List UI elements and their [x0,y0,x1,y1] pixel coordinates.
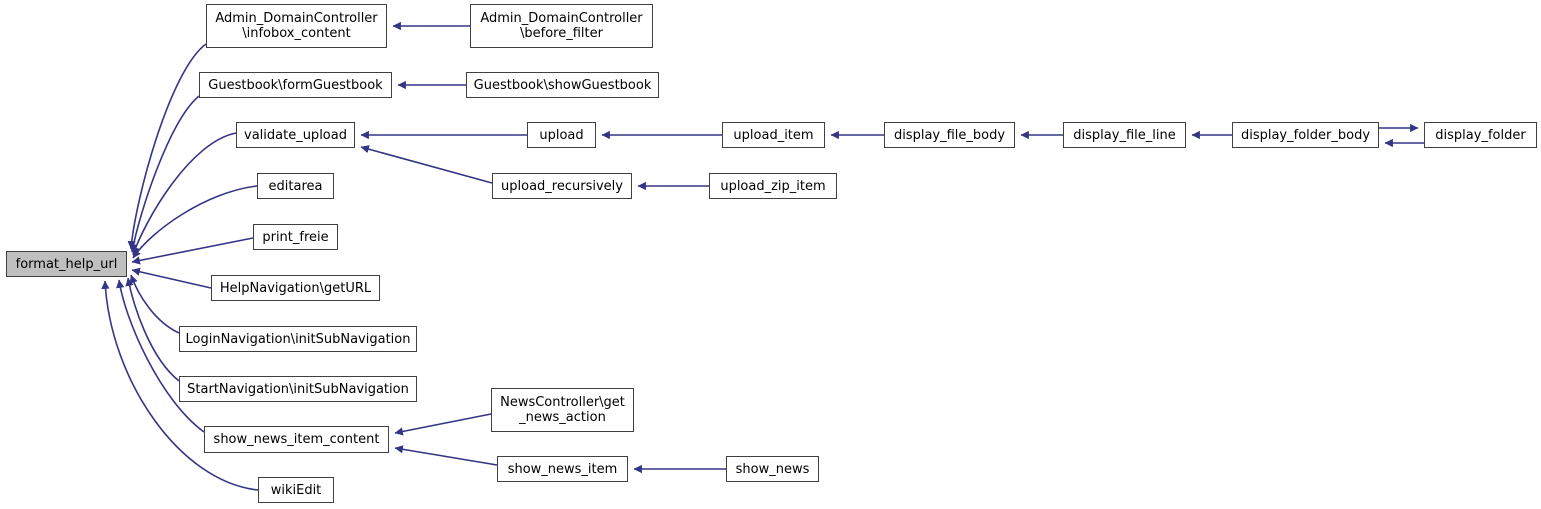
graph-node-label: show_news [735,461,810,477]
graph-node-label: Guestbook\showGuestbook [473,77,652,93]
graph-edge [394,445,498,466]
graph-node-guestbook_showGuestbook[interactable]: Guestbook\showGuestbook [466,72,659,98]
graph-node-upload_zip_item[interactable]: upload_zip_item [709,173,837,199]
graph-node-label: validate_upload [244,127,347,143]
graph-node-label: upload_item [733,127,814,143]
graph-edge [125,277,180,382]
graph-node-newscontroller_get_news_action[interactable]: NewsController\get _news_action [491,388,634,432]
graph-node-loginnavigation_initSubNavigation[interactable]: LoginNavigation\initSubNavigation [179,326,417,352]
graph-node-upload_recursively[interactable]: upload_recursively [492,173,632,199]
graph-node-admin_infobox_content[interactable]: Admin_DomainController \infobox_content [206,4,387,48]
graph-node-label: StartNavigation\initSubNavigation [187,381,409,397]
graph-node-display_file_body[interactable]: display_file_body [884,122,1015,148]
graph-edge [360,145,493,184]
graph-edge [131,267,212,289]
graph-node-label: format_help_url [15,256,118,272]
graph-node-guestbook_formGuestbook[interactable]: Guestbook\formGuestbook [199,72,392,98]
graph-node-label: upload_zip_item [720,178,826,194]
graph-edge [129,95,200,253]
graph-node-print_freie[interactable]: print_freie [253,224,338,250]
graph-edge [116,279,205,433]
graph-node-validate_upload[interactable]: validate_upload [236,122,355,148]
graph-node-editarea[interactable]: editarea [257,173,334,199]
graph-node-show_news_item_content[interactable]: show_news_item_content [204,426,389,453]
graph-node-label: display_file_line [1073,127,1176,143]
graph-node-label: display_folder [1435,127,1526,143]
graph-node-display_folder_body[interactable]: display_folder_body [1232,122,1379,148]
graph-edge [132,185,258,259]
graph-node-label: NewsController\get _news_action [500,395,625,425]
graph-edge [129,274,180,334]
graph-edge [127,43,207,250]
graph-node-label: display_file_body [893,127,1006,143]
graph-node-display_file_line[interactable]: display_file_line [1063,122,1186,148]
graph-node-label: Admin_DomainController \infobox_content [215,11,378,41]
graph-node-label: wikiEdit [270,482,322,498]
graph-node-label: LoginNavigation\initSubNavigation [185,331,411,347]
graph-edge [394,413,492,436]
graph-edge [131,237,254,265]
graph-node-label: Guestbook\formGuestbook [208,77,383,93]
graph-node-label: upload [539,127,584,143]
graph-node-upload[interactable]: upload [527,122,596,148]
graph-node-upload_item[interactable]: upload_item [722,122,825,148]
graph-node-label: show_news_item_content [213,432,380,447]
graph-node-label: display_folder_body [1240,127,1371,143]
graph-node-label: show_news_item [507,461,618,477]
graph-node-show_news_item[interactable]: show_news_item [497,456,628,482]
graph-node-admin_before_filter[interactable]: Admin_DomainController \before_filter [470,4,653,48]
graph-node-helpnavigation_getURL[interactable]: HelpNavigation\getURL [211,275,380,301]
graph-node-label: HelpNavigation\getURL [219,280,372,296]
graph-node-label: editarea [268,178,323,194]
graph-node-label: upload_recursively [501,178,623,194]
graph-edge [131,132,237,256]
graph-node-wikiEdit[interactable]: wikiEdit [258,477,334,503]
graph-node-format_help_url[interactable]: format_help_url [6,251,127,277]
graph-node-label: Admin_DomainController \before_filter [480,11,643,41]
graph-node-display_folder[interactable]: display_folder [1424,122,1537,148]
graph-node-show_news[interactable]: show_news [726,456,819,482]
graph-node-startnavigation_initSubNavigation[interactable]: StartNavigation\initSubNavigation [179,376,417,402]
graph-node-label: print_freie [262,229,329,245]
